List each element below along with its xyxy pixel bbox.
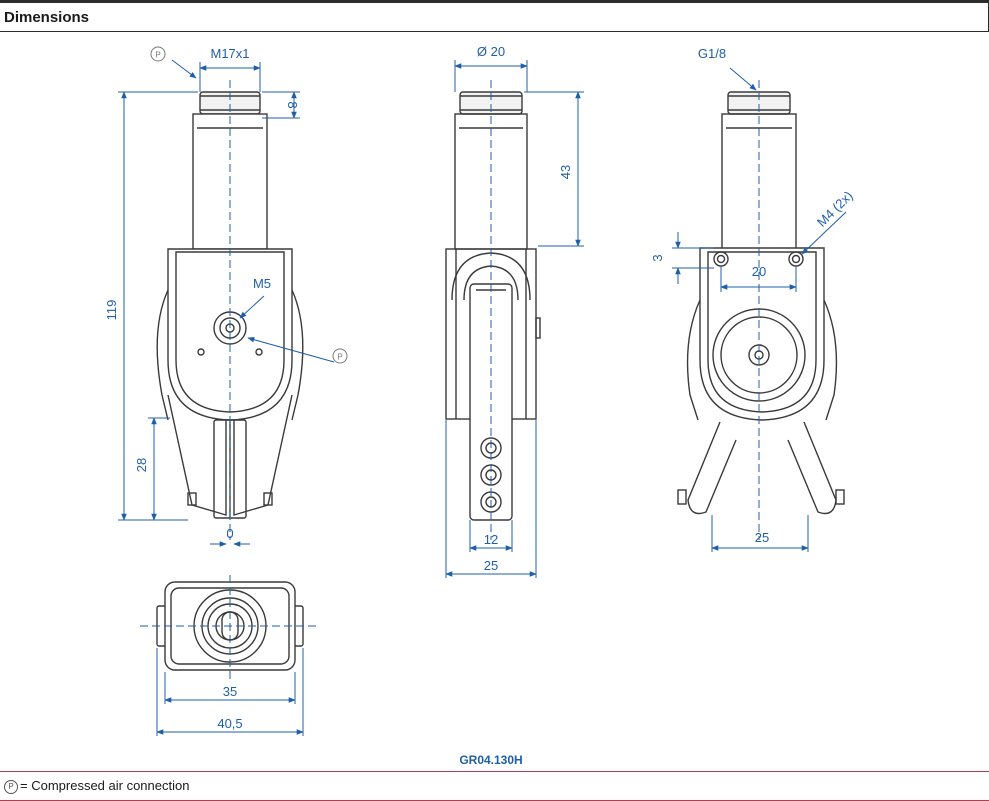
section-title: Dimensions (4, 9, 90, 26)
pneumatic-symbol-port-label: P (337, 353, 342, 362)
bottom-dimensions (140, 575, 320, 736)
side-dimensions (445, 60, 584, 578)
dim-port-m5: M5 (253, 276, 271, 291)
dim-thread-top: M17x1 (210, 46, 249, 61)
dim-jaw-length: 28 (134, 458, 149, 472)
dim-diameter: Ø 20 (477, 44, 505, 59)
dim-top-height: 8 (285, 101, 300, 108)
pneumatic-symbol-top-label: P (155, 51, 160, 60)
legend: P= Compressed air connection (4, 778, 189, 794)
dim-open-25: 25 (755, 530, 769, 545)
dim-zero: 0 (226, 526, 233, 541)
model-label: GR04.130H (459, 753, 522, 767)
top-rule (0, 0, 989, 3)
dim-width-25-side: 25 (484, 558, 498, 573)
rear-view (677, 91, 845, 515)
rear-dimensions (672, 67, 847, 552)
dim-m4: M4 (2x) (814, 188, 856, 230)
dim-base-35: 35 (223, 684, 237, 699)
dim-g18: G1/8 (698, 46, 726, 61)
dim-body-43: 43 (558, 165, 573, 179)
dim-total-height: 119 (104, 300, 119, 321)
side-view (445, 91, 541, 521)
dim-spacing-20: 20 (752, 264, 766, 279)
pneumatic-symbol-port (332, 348, 348, 364)
pneumatic-symbol-top (150, 46, 166, 62)
dim-width-12: 12 (484, 532, 498, 547)
legend-footer: P= Compressed air connection (0, 771, 989, 801)
legend-text: = Compressed air connection (20, 778, 190, 793)
pneumatic-symbol-icon: P (4, 779, 18, 794)
dim-three: 3 (650, 254, 665, 261)
front-dimensions (118, 59, 335, 547)
dim-base-405: 40,5 (217, 716, 242, 731)
